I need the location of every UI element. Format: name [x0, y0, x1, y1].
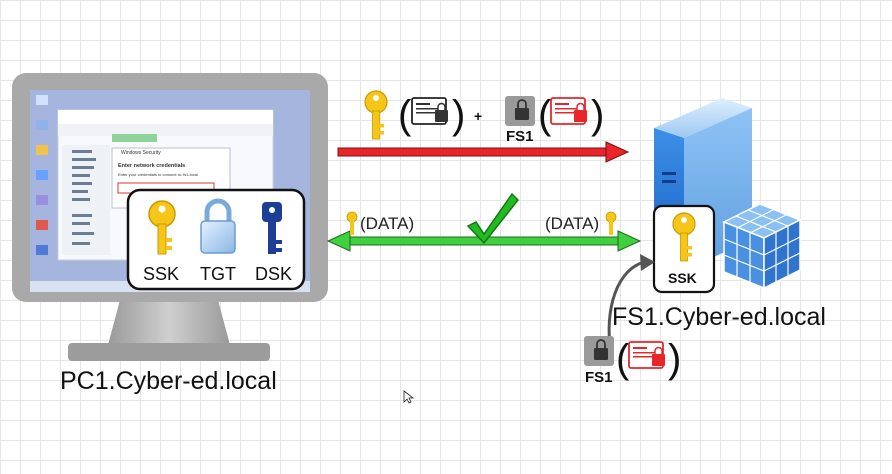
plus-sign: + — [474, 108, 483, 124]
dialog-title: Windows Security — [121, 150, 161, 156]
svg-text:): ) — [591, 93, 604, 137]
incoming-owner-label: FS1 — [585, 369, 613, 386]
incoming-ticket-icon: ( ) — [616, 337, 681, 381]
padlock-icon — [200, 198, 236, 254]
request-arrow — [337, 141, 630, 163]
svg-text:): ) — [452, 93, 465, 137]
server-ticket-icon: ( ) — [538, 93, 604, 137]
blue-key-icon — [262, 202, 282, 254]
client-ticket-icon: ( ) — [398, 93, 465, 137]
incoming-fs1-lock-icon — [584, 336, 614, 366]
ticket-to-server-arrowhead — [640, 254, 655, 271]
monitor-stand — [68, 300, 270, 361]
data-label-right: (DATA) — [545, 214, 600, 233]
dialog-subtext: Enter your credentials to connect to: fs… — [118, 172, 198, 177]
svg-text:(: ( — [616, 337, 630, 381]
fs1-lock-icon — [505, 96, 535, 126]
svg-text:(: ( — [398, 93, 412, 137]
svg-text:(: ( — [538, 93, 552, 137]
mouse-cursor-icon — [403, 390, 415, 404]
gold-key-icon — [148, 200, 176, 255]
dialog-heading: Enter network credentials — [118, 163, 186, 169]
request-key-icon — [364, 90, 388, 140]
client-cred-tgt-label: TGT — [200, 264, 236, 284]
server-hostname: FS1.Cyber-ed.local — [612, 303, 826, 331]
server-card-label: SSK — [668, 270, 697, 286]
success-checkmark-icon — [466, 192, 520, 245]
client-cred-dsk-label: DSK — [255, 264, 293, 284]
client-hostname: PC1.Cyber-ed.local — [60, 367, 277, 395]
server-key-icon — [672, 212, 696, 262]
data-key-left-icon — [346, 211, 358, 235]
data-key-right-icon — [605, 211, 617, 235]
database-cube-icon — [722, 203, 802, 290]
ticket-owner-label: FS1 — [506, 128, 534, 145]
data-label-left: (DATA) — [360, 214, 415, 233]
svg-text:): ) — [668, 337, 681, 381]
client-cred-ssk-label: SSK — [143, 264, 180, 284]
